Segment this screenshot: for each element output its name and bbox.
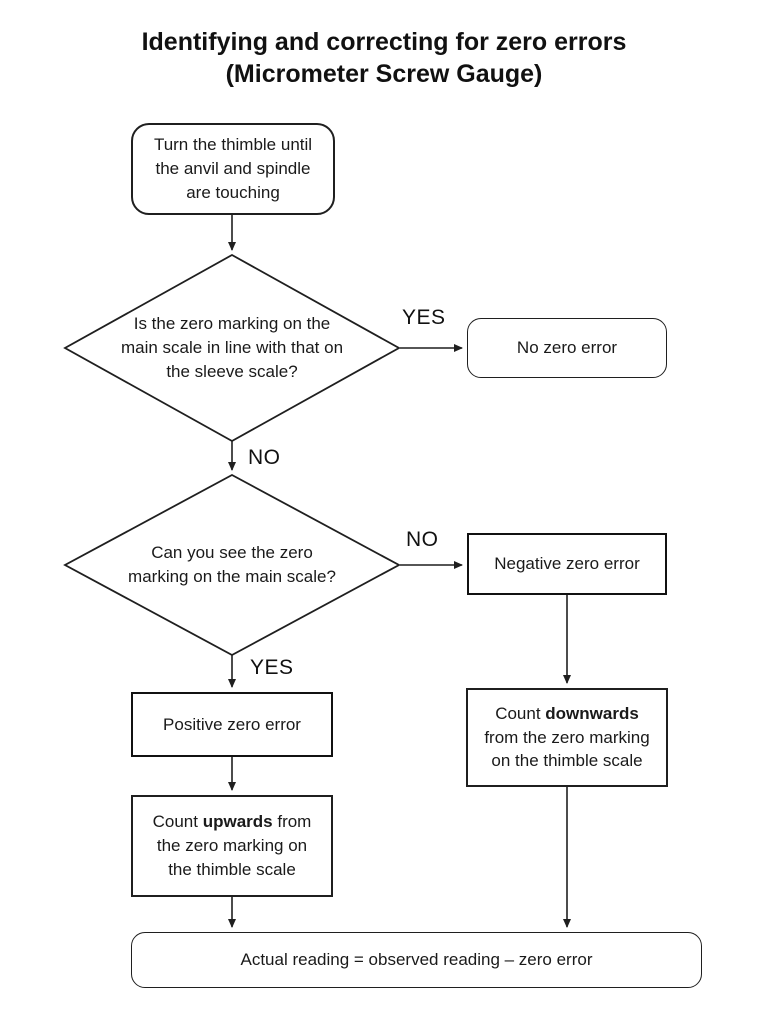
node-decision1: Is the zero marking on the main scale in… [110, 298, 354, 398]
node-decision1-text: Is the zero marking on the main scale in… [120, 314, 344, 381]
node-start-text: Turn the thimble until the anvil and spi… [153, 135, 313, 202]
node-decision2-text: Can you see the zero marking on the main… [128, 543, 336, 586]
node-result-text: Actual reading = observed reading – zero… [240, 950, 593, 970]
node-result: Actual reading = observed reading – zero… [131, 932, 702, 988]
page-title-line1: Identifying and correcting for zero erro… [141, 28, 627, 56]
node-decision2: Can you see the zero marking on the main… [118, 513, 346, 617]
branch-label-no-decision1: NO [248, 446, 281, 469]
node-no-zero-error-text: No zero error [516, 338, 618, 358]
branch-label-yes-decision2: YES [250, 656, 294, 679]
node-negative-zero-error-text: Negative zero error [494, 554, 640, 574]
page-title: Identifying and correcting for zero erro… [0, 26, 768, 90]
node-negative-zero-error: Negative zero error [467, 533, 667, 595]
node-count-upwards-text: Count upwards from the zero marking on t… [152, 812, 312, 879]
node-count-downwards-text: Count downwards from the zero marking on… [484, 703, 650, 771]
node-count-upwards: Count upwards from the zero marking on t… [131, 795, 333, 897]
node-positive-zero-error-text: Positive zero error [163, 714, 301, 734]
page-title-line2: (Micrometer Screw Gauge) [225, 60, 543, 88]
node-positive-zero-error: Positive zero error [131, 692, 333, 757]
branch-label-yes-decision1: YES [402, 306, 446, 329]
branch-label-no-decision2: NO [406, 528, 439, 551]
node-no-zero-error: No zero error [467, 318, 667, 378]
node-count-downwards: Count downwards from the zero marking on… [466, 688, 668, 787]
node-start: Turn the thimble until the anvil and spi… [131, 123, 335, 215]
